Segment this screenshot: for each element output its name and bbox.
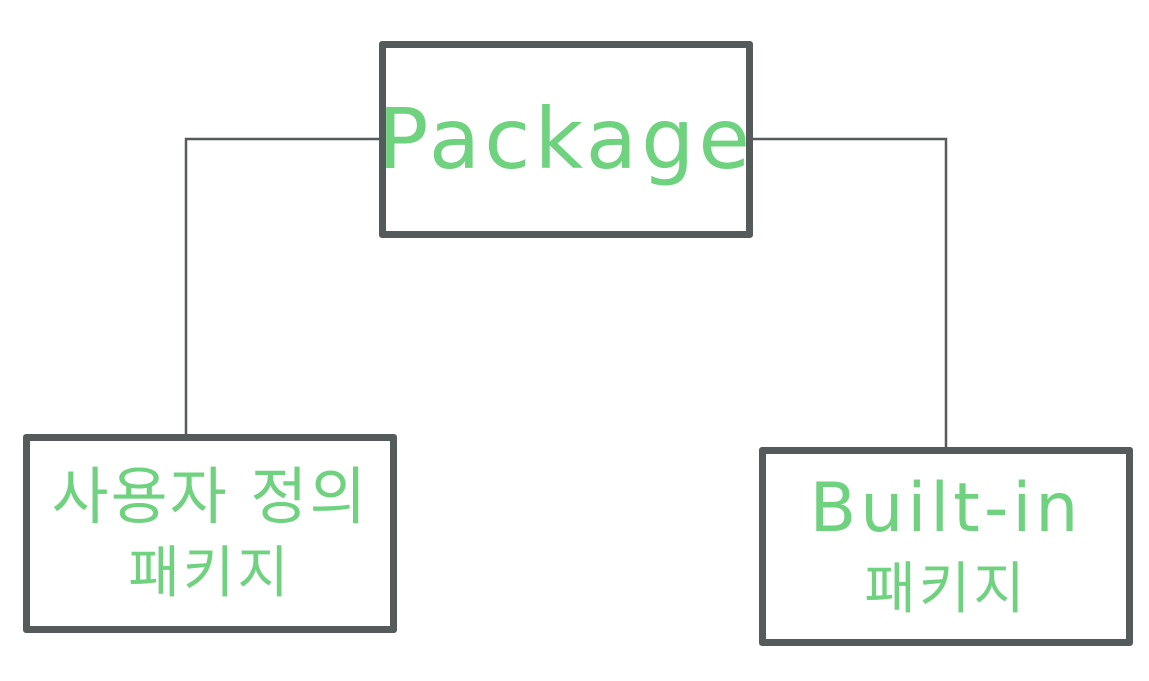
built-in-label-line-2: 패키지 (864, 557, 1028, 623)
child-node-user-defined-package: 사용자 정의 패키지 (23, 434, 397, 633)
connector-root-to-user-defined (184, 137, 379, 434)
connector-root-to-built-in (753, 137, 948, 447)
user-defined-label-line-2: 패키지 (128, 540, 292, 606)
child-node-built-in-package: Built-in 패키지 (759, 447, 1133, 646)
root-node-package: Package (377, 41, 755, 238)
built-in-label-line-1: Built-in (809, 469, 1083, 549)
user-defined-label-line-1: 사용자 정의 (51, 459, 369, 533)
root-node-label: Package (377, 90, 755, 189)
